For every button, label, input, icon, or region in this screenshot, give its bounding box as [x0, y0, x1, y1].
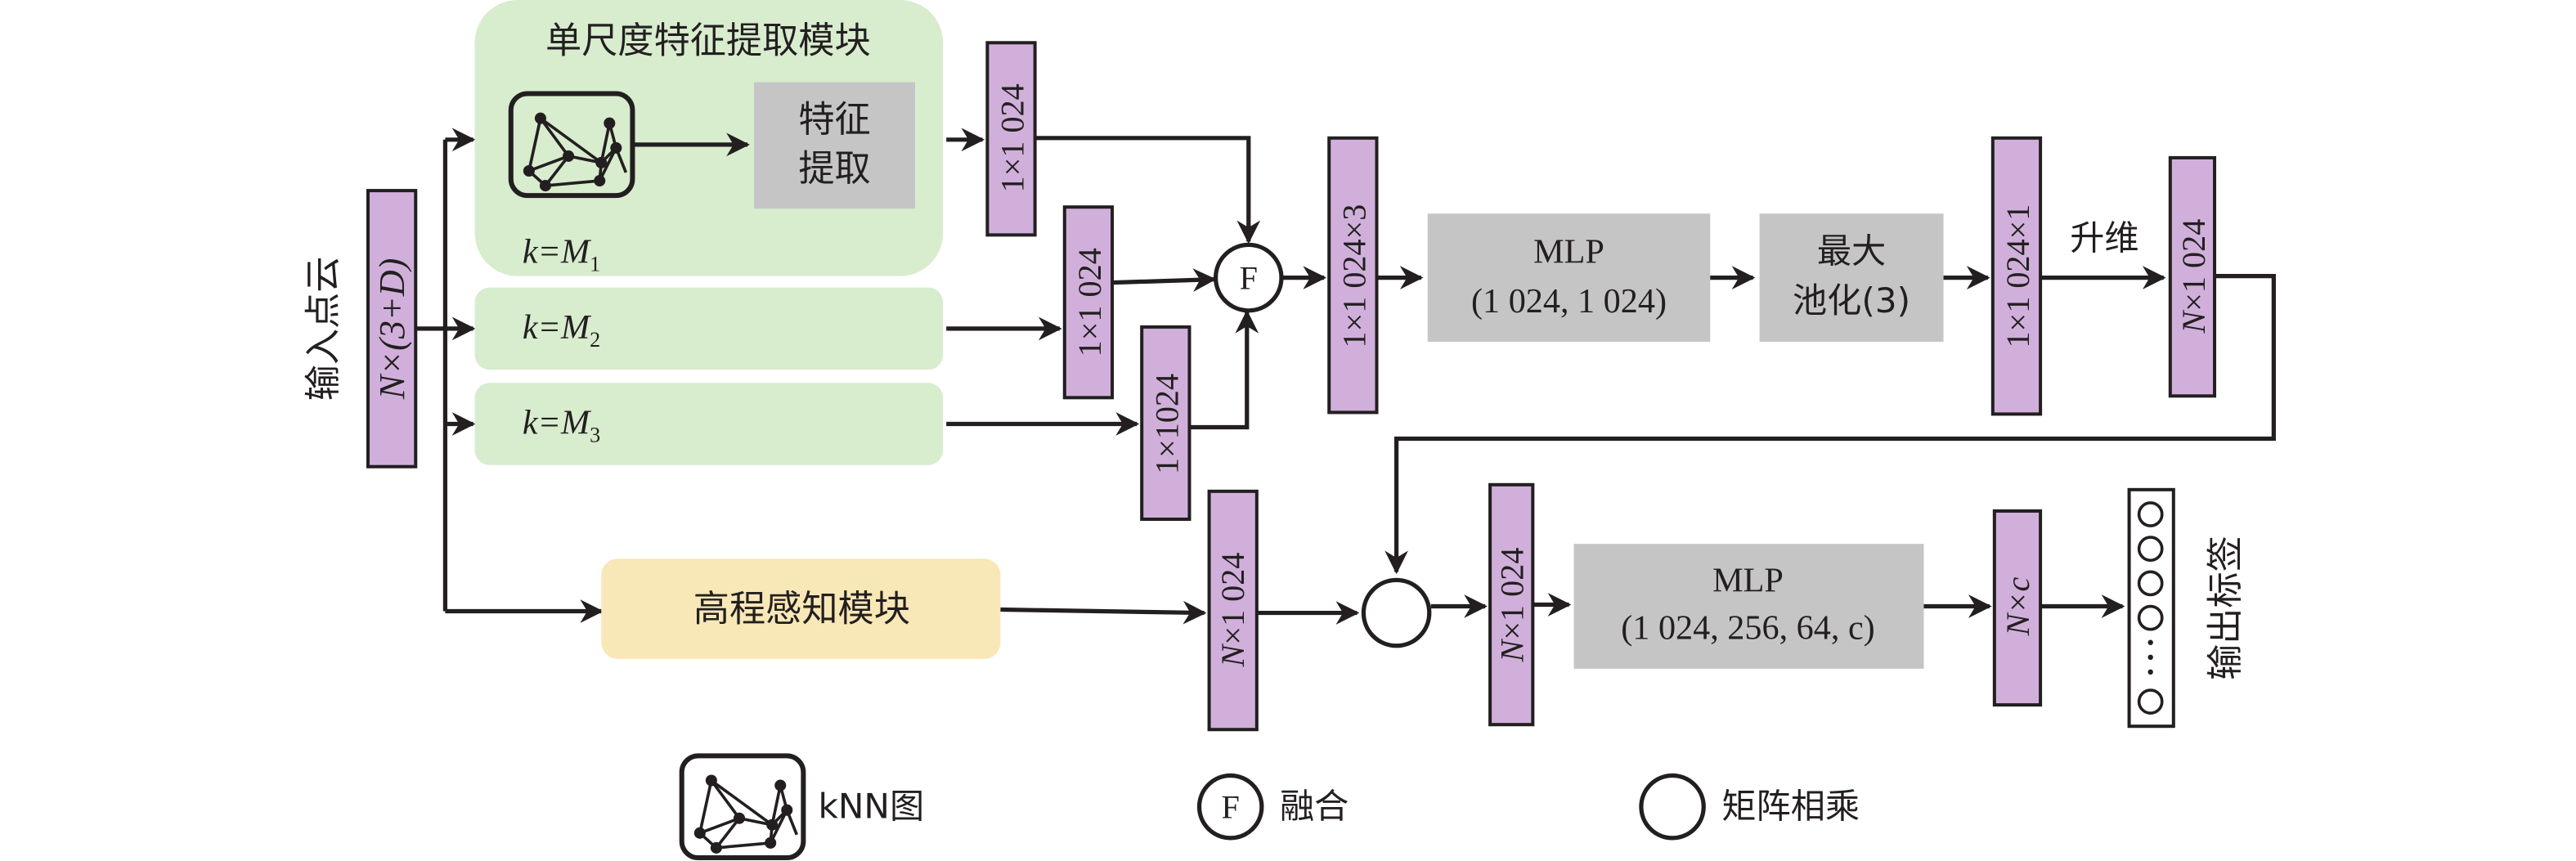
product-tensor	[1488, 482, 1535, 727]
elevation-module-label: 高程感知模块	[693, 589, 910, 630]
input-tensor	[366, 189, 418, 469]
maxpool-box	[1759, 213, 1944, 342]
connector-t3-fusion	[1189, 309, 1259, 430]
input-shape: N×(3+D)	[372, 258, 412, 401]
return-connector	[1384, 273, 2276, 575]
output-node	[2137, 570, 2164, 597]
fused-tensor	[1327, 136, 1379, 415]
fusion-icon	[1213, 242, 1284, 313]
k-label-m2: k=M2	[523, 308, 600, 352]
output-node	[2137, 604, 2164, 631]
fused-tensor-label: 1×1 024×3	[1335, 204, 1372, 348]
output-node	[2137, 688, 2164, 715]
branch-m3	[474, 383, 944, 465]
output-label: 输出标签	[2205, 536, 2246, 680]
elevation-tensor-label: N×1 024	[1214, 553, 1251, 668]
input-label: 输入点云	[303, 257, 344, 401]
pooled-tensor-label: 1×1 024×1	[1999, 204, 2036, 348]
branch-tensor-3	[1140, 325, 1192, 522]
class-tensor-label: N×c	[1999, 576, 2036, 636]
connector-t2-fusion	[1111, 268, 1217, 292]
single-scale-module-title: 单尺度特征提取模块	[545, 20, 871, 61]
upscale-label: 升维	[2070, 217, 2138, 258]
pooled-tensor	[1990, 136, 2043, 416]
mlp1-params: (1 024, 1 024)	[1471, 282, 1667, 321]
branch-tensor-2	[1062, 205, 1115, 400]
feature-extract-box	[754, 82, 915, 209]
branch-m2	[474, 287, 944, 370]
upscaled-tensor	[2168, 155, 2217, 398]
elevation-module	[601, 558, 1001, 659]
k-label-m1: k=M1	[523, 233, 600, 276]
mlp1-box	[1427, 213, 1711, 342]
mlp2-params: (1 024, 256, 64, c)	[1621, 609, 1874, 648]
k-label-m3: k=M3	[523, 404, 600, 447]
legend: kNN图 F 融合 矩阵相乘	[682, 756, 1860, 858]
mlp2-box	[1573, 544, 1924, 669]
maxpool-line1: 最大	[1817, 231, 1886, 271]
maxpool-line2: 池化(3)	[1793, 280, 1910, 321]
legend-fusion-icon	[1196, 773, 1264, 841]
legend-fusion-label: 融合	[1280, 787, 1349, 827]
output-ellipsis	[2147, 639, 2153, 675]
legend-knn-graph-icon	[682, 756, 804, 858]
branch-tensor-3-label: 1×1024	[1148, 374, 1185, 474]
mlp2-title: MLP	[1712, 561, 1784, 599]
branch-tensor-2-label: 1×1 024	[1071, 248, 1108, 357]
legend-multiply-label: 矩阵相乘	[1721, 787, 1860, 827]
upscaled-tensor-label: N×1 024	[2175, 219, 2212, 334]
branch-tensor-1	[985, 41, 1037, 237]
arrow-elevation-out	[1000, 600, 1207, 625]
class-tensor	[1992, 509, 2043, 707]
connector-t1-fusion	[1034, 136, 1261, 244]
legend-knn-label: kNN图	[818, 787, 924, 827]
elevation-tensor	[1207, 489, 1259, 732]
mlp1-title: MLP	[1533, 233, 1604, 271]
branch-tensor-1-label: 1×1 024	[994, 83, 1031, 192]
output-label-vector	[2127, 487, 2175, 729]
legend-matrix-multiply-icon	[1639, 773, 1706, 841]
output-node	[2137, 536, 2164, 563]
output-node	[2137, 501, 2164, 527]
legend-fusion-symbol: F	[1222, 789, 1240, 826]
feature-extract-line2: 提取	[798, 148, 870, 190]
fusion-symbol: F	[1240, 260, 1258, 297]
feature-extract-line1: 特征	[798, 99, 870, 141]
product-tensor-label: N×1 024	[1493, 548, 1530, 663]
output-nodes	[2137, 501, 2164, 715]
matrix-multiply-icon	[1361, 577, 1432, 648]
